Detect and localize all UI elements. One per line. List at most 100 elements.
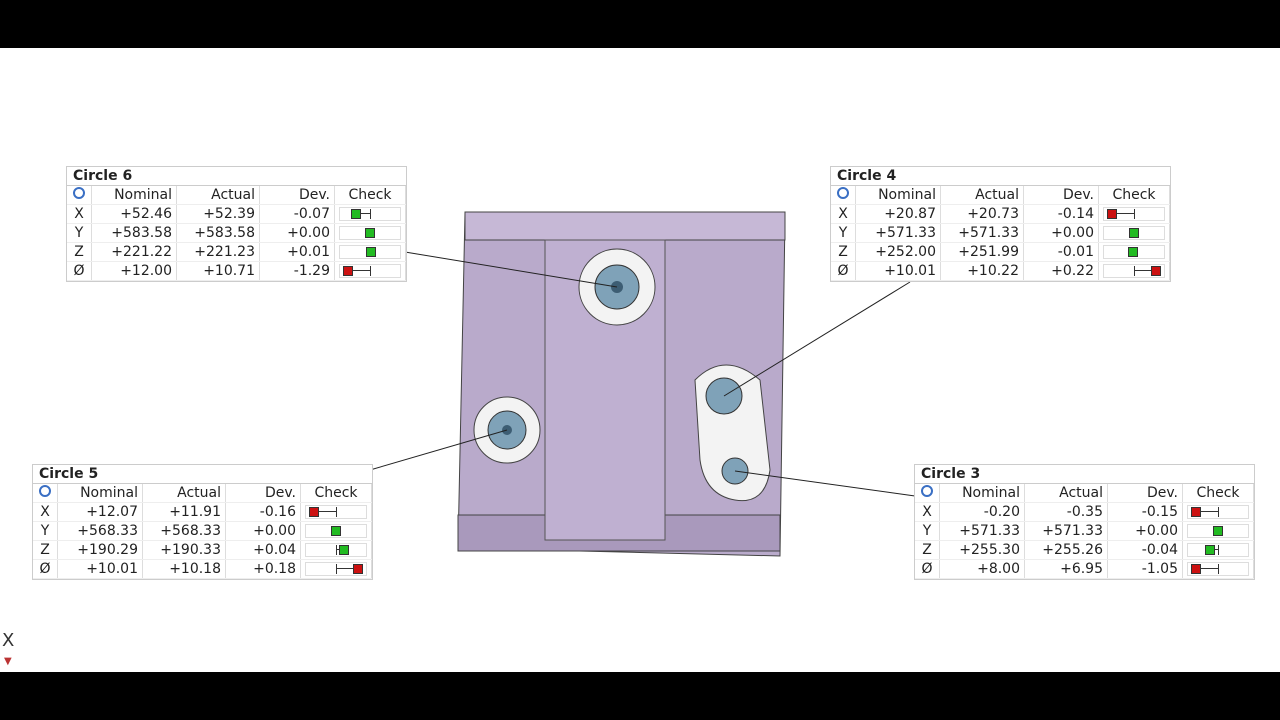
nominal-cell: +583.58 xyxy=(91,223,177,243)
header-nominal: Nominal xyxy=(855,186,941,205)
check-cell xyxy=(300,540,372,560)
panel-title: Circle 6 xyxy=(67,167,406,186)
status-square xyxy=(1190,507,1201,517)
header-dev: Dev. xyxy=(259,186,335,205)
nominal-cell: +12.00 xyxy=(91,261,177,281)
actual-cell: +221.23 xyxy=(176,242,260,262)
table-row: Ø +10.01 +10.22 +0.22 xyxy=(831,261,1170,281)
nominal-cell: +8.00 xyxy=(939,559,1025,579)
actual-cell: +20.73 xyxy=(940,204,1024,224)
nominal-cell: +52.46 xyxy=(91,204,177,224)
dev-cell: +0.00 xyxy=(259,223,335,243)
panel-title: Circle 3 xyxy=(915,465,1254,484)
axis-cell: X xyxy=(33,502,58,522)
status-square xyxy=(338,545,349,555)
dev-cell: +0.04 xyxy=(225,540,301,560)
actual-cell: +571.33 xyxy=(1024,521,1108,541)
check-indicator xyxy=(1187,524,1249,538)
nominal-cell: +252.00 xyxy=(855,242,941,262)
dev-cell: +0.01 xyxy=(259,242,335,262)
nominal-cell: +190.29 xyxy=(57,540,143,560)
actual-cell: +583.58 xyxy=(176,223,260,243)
axis-cell: Y xyxy=(915,521,940,541)
check-indicator xyxy=(339,245,401,259)
status-square xyxy=(331,526,341,536)
dev-cell: -0.15 xyxy=(1107,502,1183,522)
header-actual: Actual xyxy=(142,484,226,503)
actual-cell: +10.71 xyxy=(176,261,260,281)
check-cell xyxy=(1098,261,1170,281)
header-dev: Dev. xyxy=(1107,484,1183,503)
header-check: Check xyxy=(334,186,406,205)
header-dev: Dev. xyxy=(225,484,301,503)
header-check: Check xyxy=(1182,484,1254,503)
status-square xyxy=(1127,247,1138,257)
dev-cell: -0.04 xyxy=(1107,540,1183,560)
status-square xyxy=(1151,266,1162,276)
axis-cell: X xyxy=(915,502,940,522)
actual-cell: +10.18 xyxy=(142,559,226,579)
table-row: Z +252.00 +251.99 -0.01 xyxy=(831,242,1170,262)
nominal-cell: +10.01 xyxy=(855,261,941,281)
status-square xyxy=(342,266,353,276)
nominal-cell: +12.07 xyxy=(57,502,143,522)
dev-cell: +0.00 xyxy=(225,521,301,541)
check-indicator xyxy=(1103,264,1165,278)
check-indicator xyxy=(1187,543,1249,557)
actual-cell: +190.33 xyxy=(142,540,226,560)
leader-circle-3 xyxy=(734,470,916,497)
check-cell xyxy=(300,502,372,522)
header-actual: Actual xyxy=(176,186,260,205)
axis-label-x: X xyxy=(2,630,15,651)
circle-icon xyxy=(915,484,940,503)
table-row: Y +571.33 +571.33 +0.00 xyxy=(915,521,1254,541)
actual-cell: +251.99 xyxy=(940,242,1024,262)
nominal-cell: -0.20 xyxy=(939,502,1025,522)
status-square xyxy=(1205,545,1216,555)
table-row: Y +568.33 +568.33 +0.00 xyxy=(33,521,372,541)
table-row: Z +221.22 +221.23 +0.01 xyxy=(67,242,406,262)
table-row: X +52.46 +52.39 -0.07 xyxy=(67,204,406,224)
leader-circle-6 xyxy=(404,251,618,288)
status-square xyxy=(350,209,361,219)
check-cell xyxy=(300,559,372,579)
status-square xyxy=(366,247,377,257)
dev-cell: +0.18 xyxy=(225,559,301,579)
table-row: Ø +8.00 +6.95 -1.05 xyxy=(915,559,1254,579)
status-square xyxy=(353,564,364,574)
check-indicator xyxy=(339,207,401,221)
table-row: X +12.07 +11.91 -0.16 xyxy=(33,502,372,522)
axis-arrow-icon: ▼ xyxy=(4,656,12,667)
actual-cell: +10.22 xyxy=(940,261,1024,281)
leader-circle-4 xyxy=(723,281,911,397)
header-actual: Actual xyxy=(1024,484,1108,503)
check-indicator xyxy=(305,562,367,576)
check-indicator xyxy=(1103,207,1165,221)
status-square xyxy=(1213,526,1223,536)
nominal-cell: +568.33 xyxy=(57,521,143,541)
check-cell xyxy=(300,521,372,541)
check-cell xyxy=(1098,204,1170,224)
table-row: X -0.20 -0.35 -0.15 xyxy=(915,502,1254,522)
check-indicator xyxy=(1187,505,1249,519)
nominal-cell: +10.01 xyxy=(57,559,143,579)
status-square xyxy=(365,228,375,238)
panel-title: Circle 4 xyxy=(831,167,1170,186)
check-cell xyxy=(334,204,406,224)
circle-icon xyxy=(67,186,92,205)
check-cell xyxy=(1098,242,1170,262)
actual-cell: +255.26 xyxy=(1024,540,1108,560)
check-indicator xyxy=(305,543,367,557)
table-row: X +20.87 +20.73 -0.14 xyxy=(831,204,1170,224)
nominal-cell: +255.30 xyxy=(939,540,1025,560)
check-cell xyxy=(1182,521,1254,541)
dev-cell: -1.29 xyxy=(259,261,335,281)
circle-icon xyxy=(33,484,58,503)
check-indicator xyxy=(1103,245,1165,259)
check-cell xyxy=(1182,559,1254,579)
axis-cell: Ø xyxy=(67,261,92,281)
axis-cell: Y xyxy=(67,223,92,243)
